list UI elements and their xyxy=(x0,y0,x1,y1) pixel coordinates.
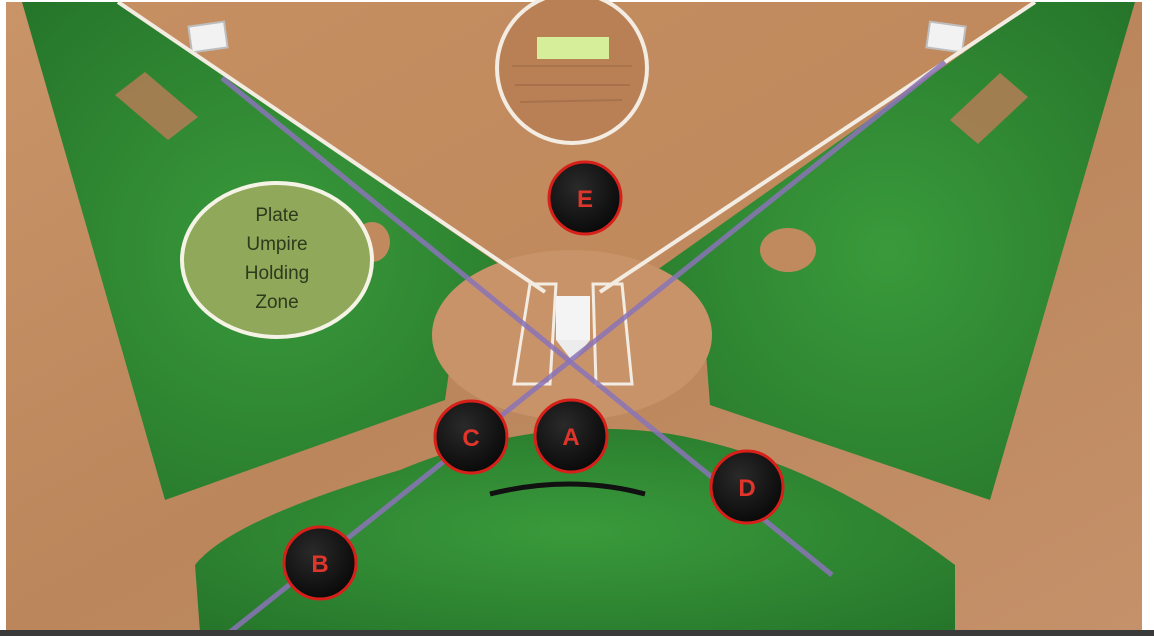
bottom-frame-bar xyxy=(0,630,1154,636)
third-base xyxy=(188,22,227,53)
position-marker-e: E xyxy=(549,162,621,234)
pitcher-plate xyxy=(537,37,609,59)
on-deck-circle-right xyxy=(760,228,816,272)
marker-b-label: B xyxy=(311,551,328,578)
holding-zone-line-3: Holding xyxy=(245,263,309,284)
plate-umpire-holding-zone: Plate Umpire Holding Zone xyxy=(182,183,372,337)
home-plate xyxy=(556,296,590,340)
pitchers-mound xyxy=(497,0,647,143)
position-marker-a: A xyxy=(535,400,607,472)
first-base xyxy=(926,22,965,53)
marker-a-label: A xyxy=(562,424,579,451)
position-marker-d: D xyxy=(711,451,783,523)
marker-e-label: E xyxy=(577,186,593,213)
position-marker-c: C xyxy=(435,401,507,473)
holding-zone-line-1: Plate xyxy=(255,205,298,226)
holding-zone-line-4: Zone xyxy=(255,292,298,313)
marker-d-label: D xyxy=(738,475,755,502)
holding-zone-line-2: Umpire xyxy=(246,234,307,255)
marker-c-label: C xyxy=(462,425,479,452)
position-marker-b: B xyxy=(284,527,356,599)
